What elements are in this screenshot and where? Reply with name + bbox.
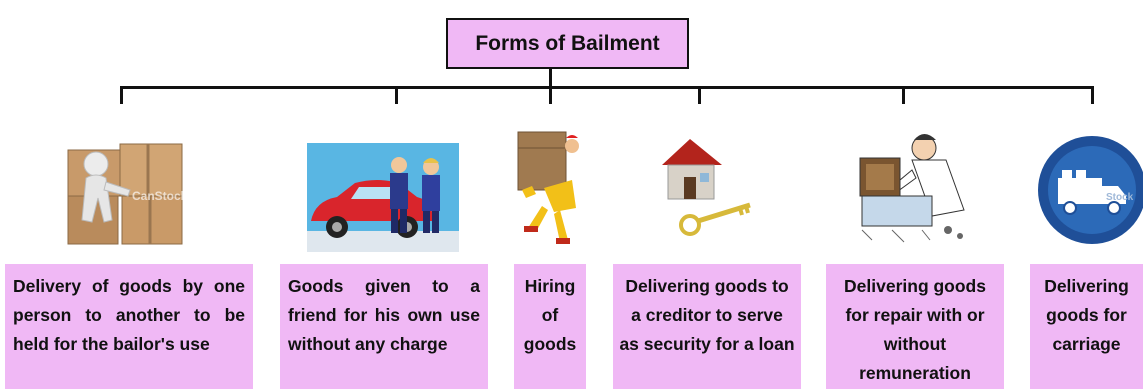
branch-line-1 xyxy=(120,86,123,104)
house-and-key-illustration xyxy=(650,135,765,243)
branch-line-3 xyxy=(549,86,552,104)
branch-line-4 xyxy=(698,86,701,104)
form-label-4: Delivering goods to a creditor to serve … xyxy=(613,264,801,389)
form-label-4-text: Delivering goods to a creditor to serve … xyxy=(619,276,795,354)
form-label-1-text: Delivery of goods by one person to anoth… xyxy=(13,276,245,354)
watermark-text-6: Stock xyxy=(1106,192,1134,203)
mover-carrying-box-illustration xyxy=(514,128,582,246)
person-with-boxes-illustration: CanStock xyxy=(60,140,190,250)
repairman-at-workbench-illustration xyxy=(852,130,972,245)
branch-line-5 xyxy=(902,86,905,104)
delivery-truck-icon: Stock xyxy=(1034,134,1143,244)
form-label-2-text: Goods given to a friend for his own use … xyxy=(288,276,480,354)
root-label: Forms of Bailment xyxy=(475,31,660,55)
form-label-3: Hiring of goods xyxy=(514,264,586,389)
form-label-2: Goods given to a friend for his own use … xyxy=(280,264,488,389)
branch-line-2 xyxy=(395,86,398,104)
form-label-3-text: Hiring of goods xyxy=(523,276,577,354)
root-stem xyxy=(549,69,552,88)
root-node: Forms of Bailment xyxy=(446,18,689,69)
men-with-red-car-illustration xyxy=(307,143,459,252)
horizontal-connector xyxy=(120,86,1094,89)
form-label-1: Delivery of goods by one person to anoth… xyxy=(5,264,253,389)
form-label-5: Delivering goods for repair with or with… xyxy=(826,264,1004,389)
form-label-6: Delivering goods for carriage xyxy=(1030,264,1143,389)
branch-line-6 xyxy=(1091,86,1094,104)
form-label-6-text: Delivering goods for carriage xyxy=(1044,276,1129,354)
watermark-text-1: CanStock xyxy=(132,189,188,203)
form-label-5-text: Delivering goods for repair with or with… xyxy=(844,276,986,383)
